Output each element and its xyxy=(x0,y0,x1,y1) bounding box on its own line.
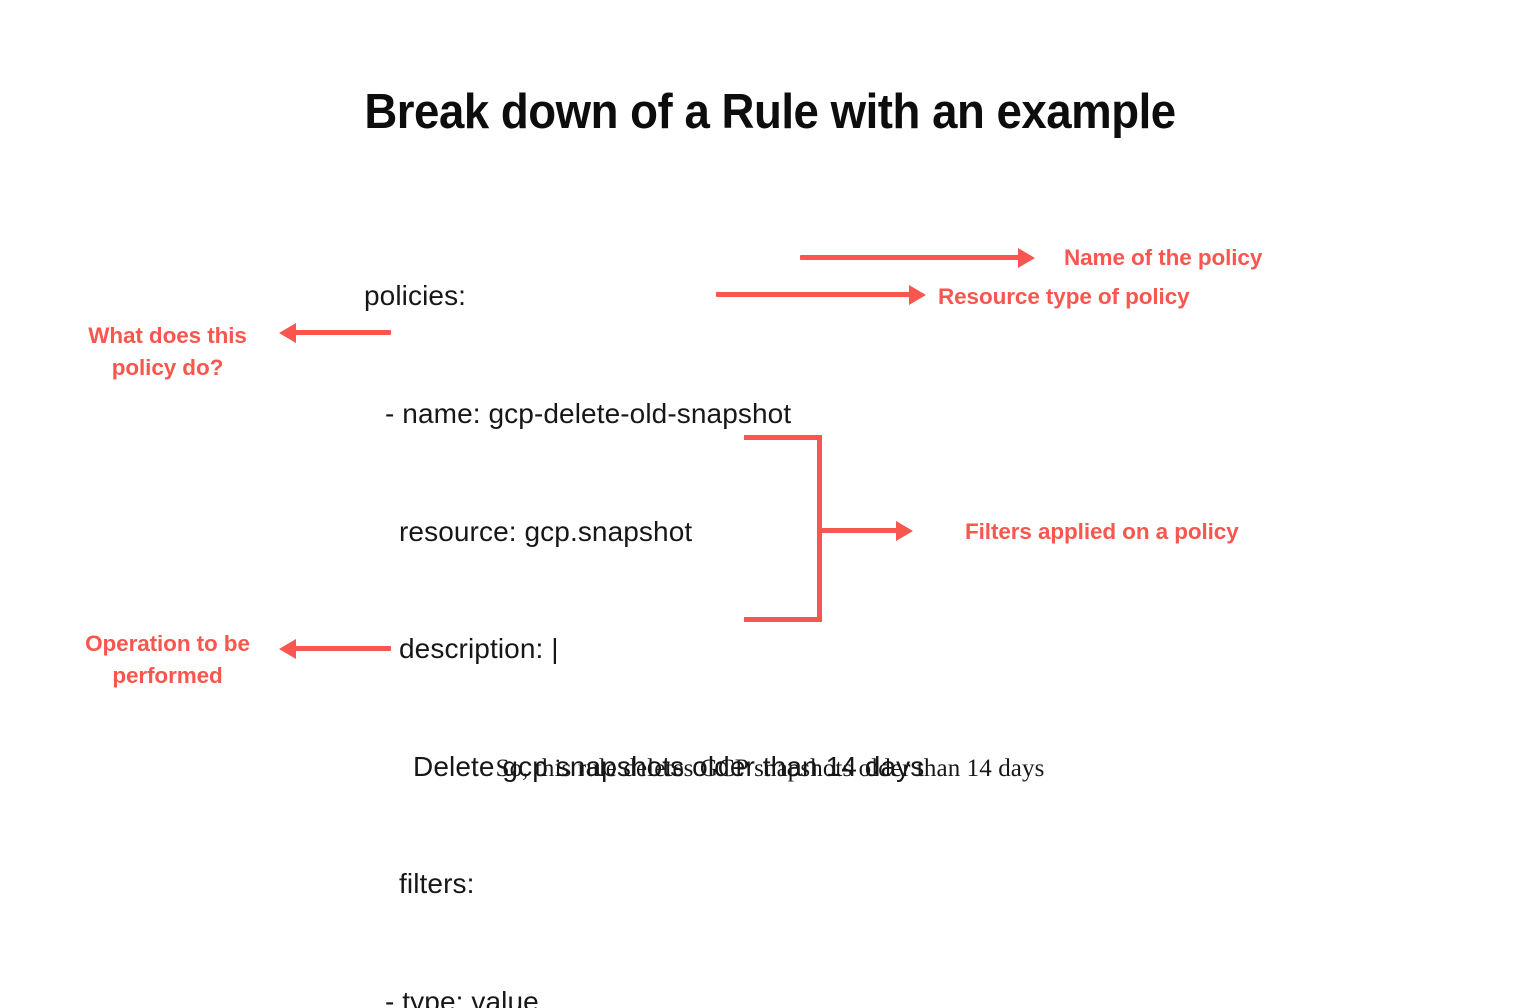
arrow-line-filters xyxy=(818,528,900,533)
bracket-bottom-segment xyxy=(744,617,822,622)
yaml-line-description: description: | xyxy=(399,633,559,665)
yaml-policy-block: policies: - name: gcp-delete-old-snapsho… xyxy=(364,198,924,1008)
arrow-line-actions xyxy=(295,646,391,651)
annotation-what-does-policy-do: What does this policy do? xyxy=(88,323,247,380)
page-title: Break down of a Rule with an example xyxy=(364,85,1176,139)
annotation-operation-performed: Operation to be performed xyxy=(85,631,250,688)
arrowhead-right-icon-name xyxy=(1018,247,1035,268)
annotation-resource-type: Resource type of policy xyxy=(938,284,1190,309)
arrow-line-resource xyxy=(716,292,913,297)
arrow-line-name xyxy=(800,255,1022,260)
bracket-top-segment xyxy=(744,435,822,440)
yaml-line-name: - name: gcp-delete-old-snapshot xyxy=(385,398,792,429)
arrowhead-right-icon-resource xyxy=(909,284,926,305)
annotation-filters-applied: Filters applied on a policy xyxy=(965,519,1239,544)
yaml-line-description-text: Delete gcp snapshots older than 14 days xyxy=(413,750,925,782)
yaml-line-resource: resource: gcp.snapshot xyxy=(399,515,693,547)
arrow-line-description xyxy=(295,330,391,335)
arrowhead-left-icon-actions xyxy=(279,638,296,659)
yaml-line-filters: filters: xyxy=(399,868,475,900)
arrowhead-right-icon-filters xyxy=(896,520,913,541)
annotation-name-of-policy: Name of the policy xyxy=(1064,245,1263,270)
yaml-line-filter-type: - type: value xyxy=(385,985,539,1008)
arrowhead-left-icon-description xyxy=(279,322,296,343)
summary-caption: So, this rule deletes GCP snapshots olde… xyxy=(495,755,1045,782)
yaml-line-policies: policies: xyxy=(364,280,467,312)
